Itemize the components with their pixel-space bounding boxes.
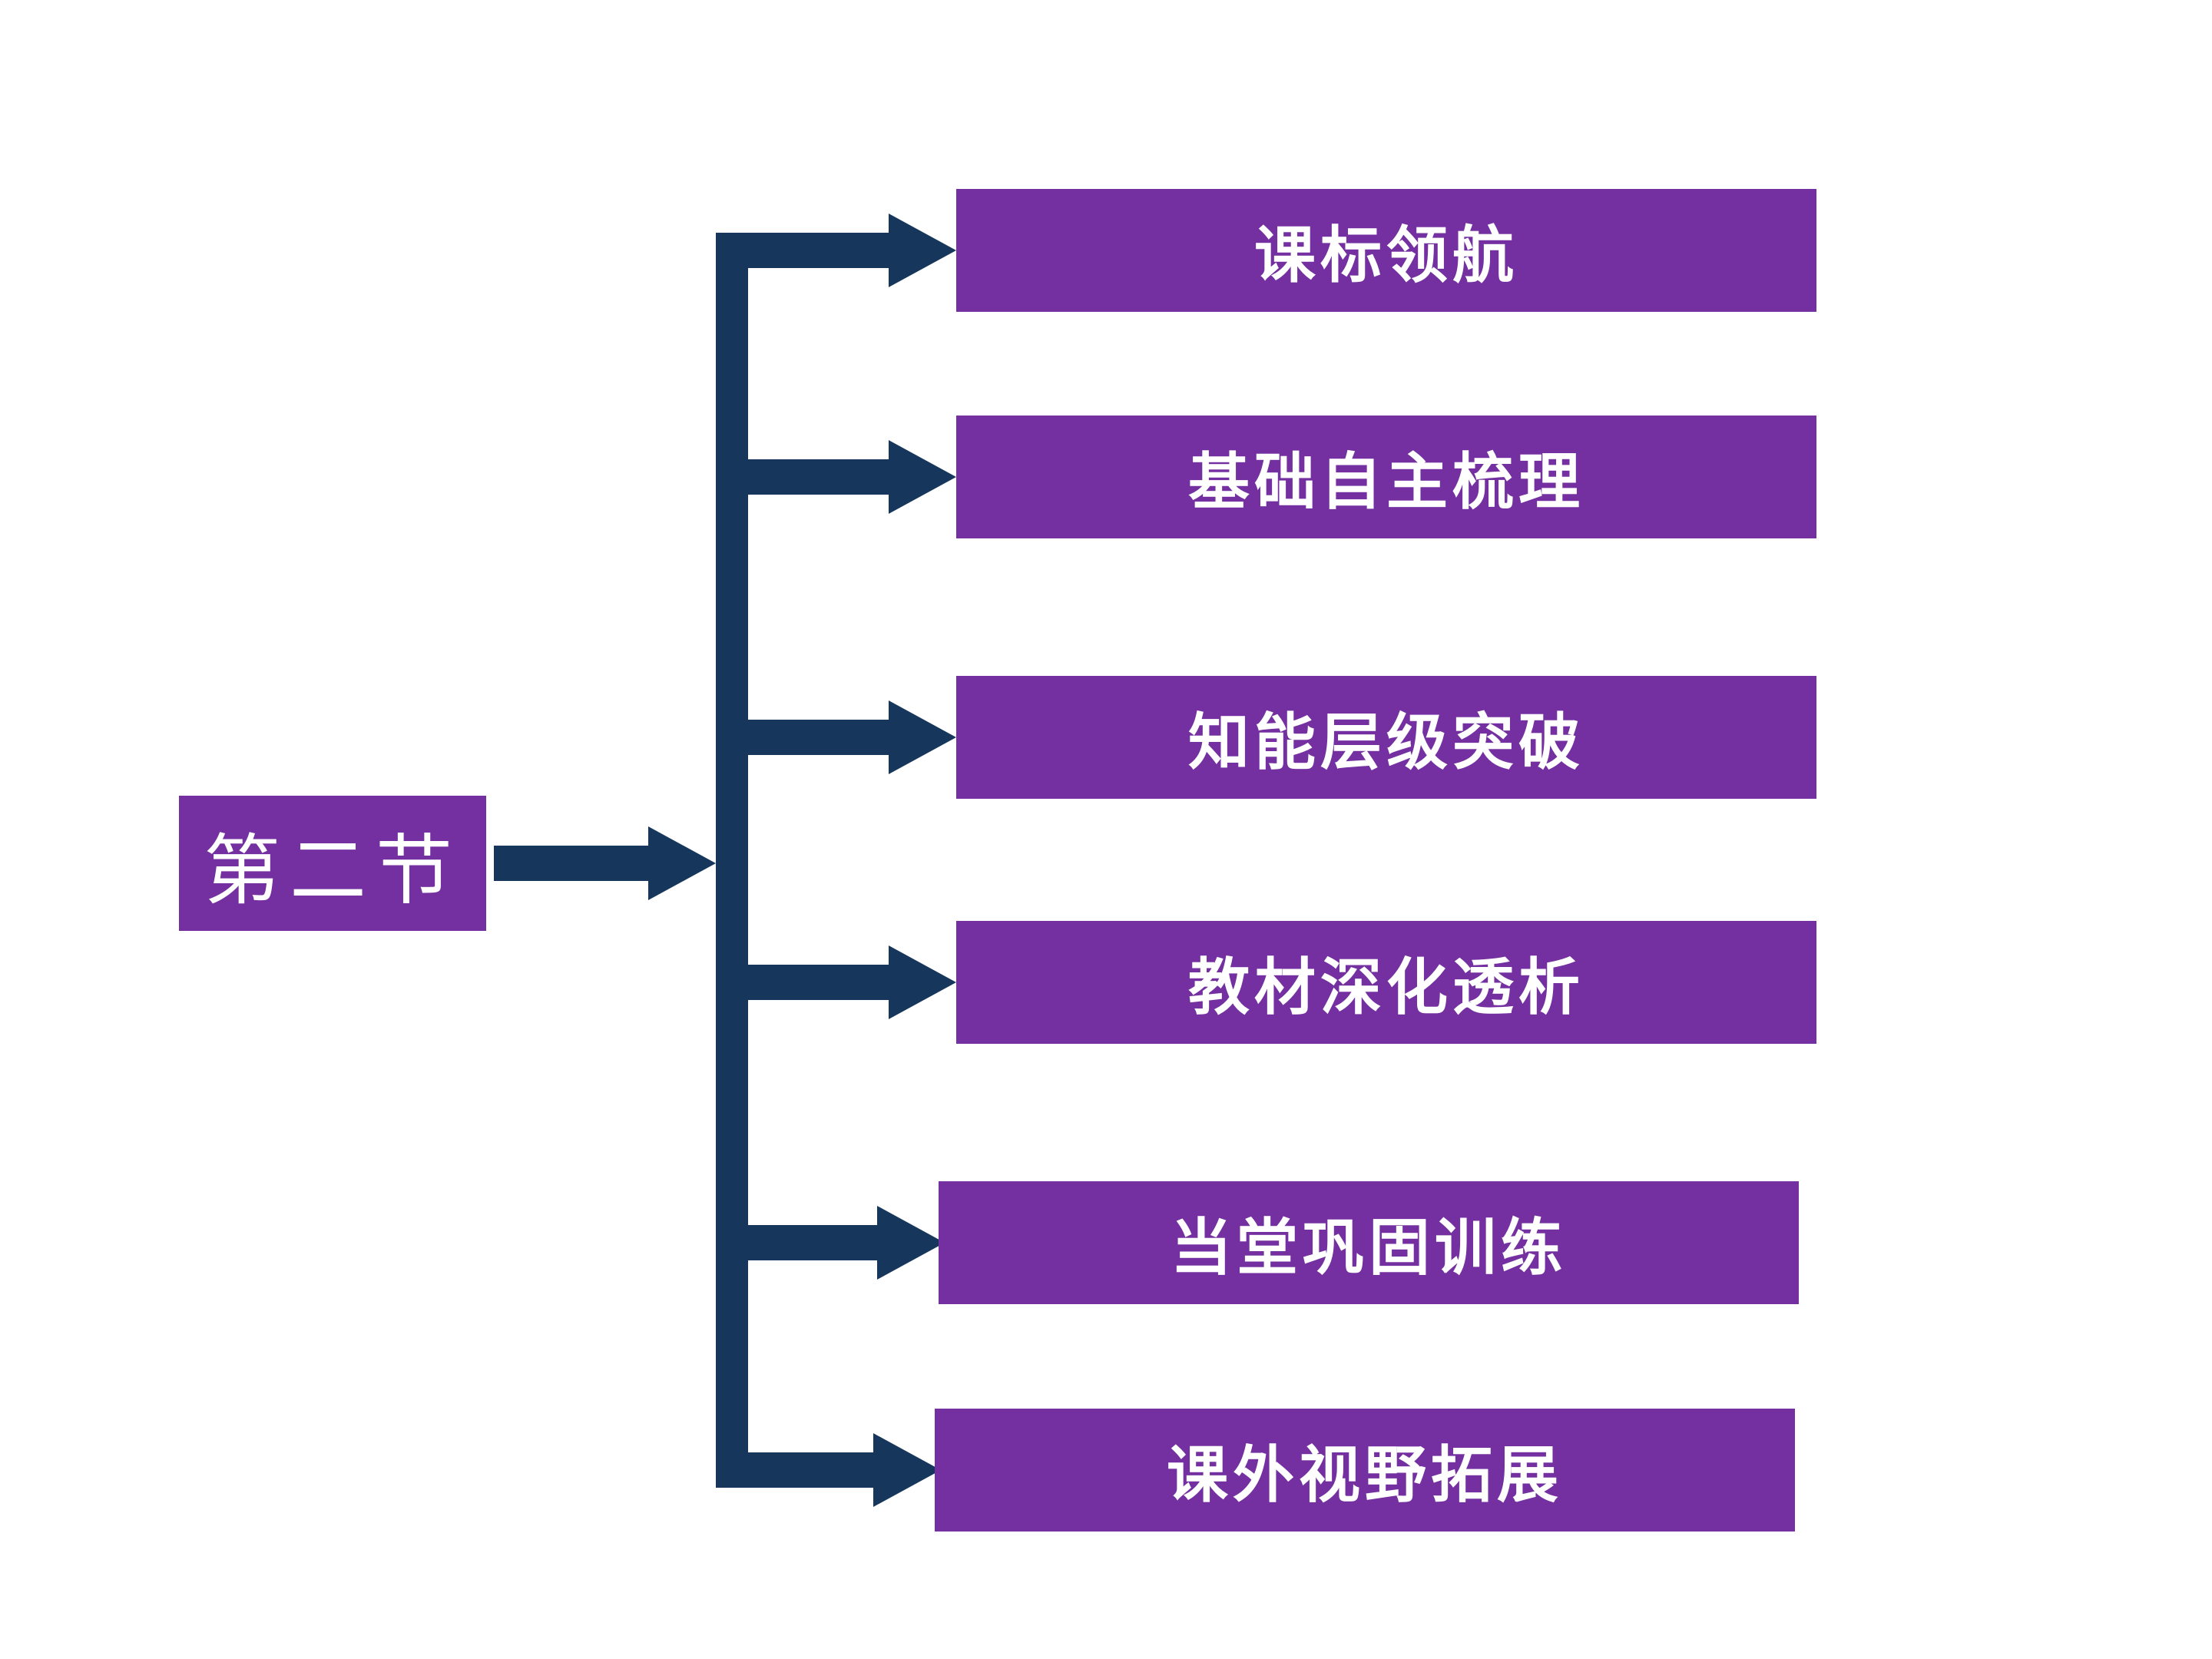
branch-arrow-6 [737, 1433, 941, 1507]
branch-label: 基础自主梳理 [1188, 448, 1584, 516]
arrow-head-icon [889, 214, 956, 287]
arrow-shaft [737, 965, 889, 1000]
branch-arrow-4 [737, 945, 956, 1019]
arrow-head-icon [648, 826, 716, 900]
arrow-head-icon [889, 700, 956, 774]
branch-node-2: 基础自主梳理 [956, 416, 1816, 538]
root-label: 第二节 [204, 828, 462, 914]
branch-arrow-3 [737, 700, 956, 774]
vertical-connector [716, 233, 748, 1488]
arrow-shaft [737, 459, 889, 495]
arrow-shaft [737, 1225, 877, 1260]
arrow-shaft [494, 846, 648, 881]
branch-node-3: 知能层级突破 [956, 676, 1816, 799]
branch-label: 课外视野拓展 [1167, 1441, 1563, 1509]
arrow-head-icon [873, 1433, 941, 1507]
branch-arrow-1 [737, 214, 956, 287]
branch-node-5: 当堂巩固训练 [939, 1181, 1799, 1304]
arrow-head-icon [877, 1206, 945, 1280]
branch-label: 课标领航 [1254, 221, 1518, 290]
arrow-head-icon [889, 945, 956, 1019]
root-node: 第二节 [179, 796, 486, 931]
branch-arrow-2 [737, 440, 956, 514]
branch-label: 当堂巩固训练 [1171, 1214, 1567, 1282]
branch-label: 知能层级突破 [1188, 708, 1584, 777]
arrow-shaft [737, 1452, 873, 1488]
branch-label: 教材深化透析 [1188, 953, 1584, 1022]
branch-node-6: 课外视野拓展 [935, 1409, 1795, 1532]
arrow-shaft [737, 720, 889, 755]
branch-node-1: 课标领航 [956, 189, 1816, 312]
main-arrow [494, 826, 716, 900]
arrow-head-icon [889, 440, 956, 514]
arrow-shaft [737, 233, 889, 268]
branch-arrow-5 [737, 1206, 945, 1280]
branch-node-4: 教材深化透析 [956, 921, 1816, 1044]
